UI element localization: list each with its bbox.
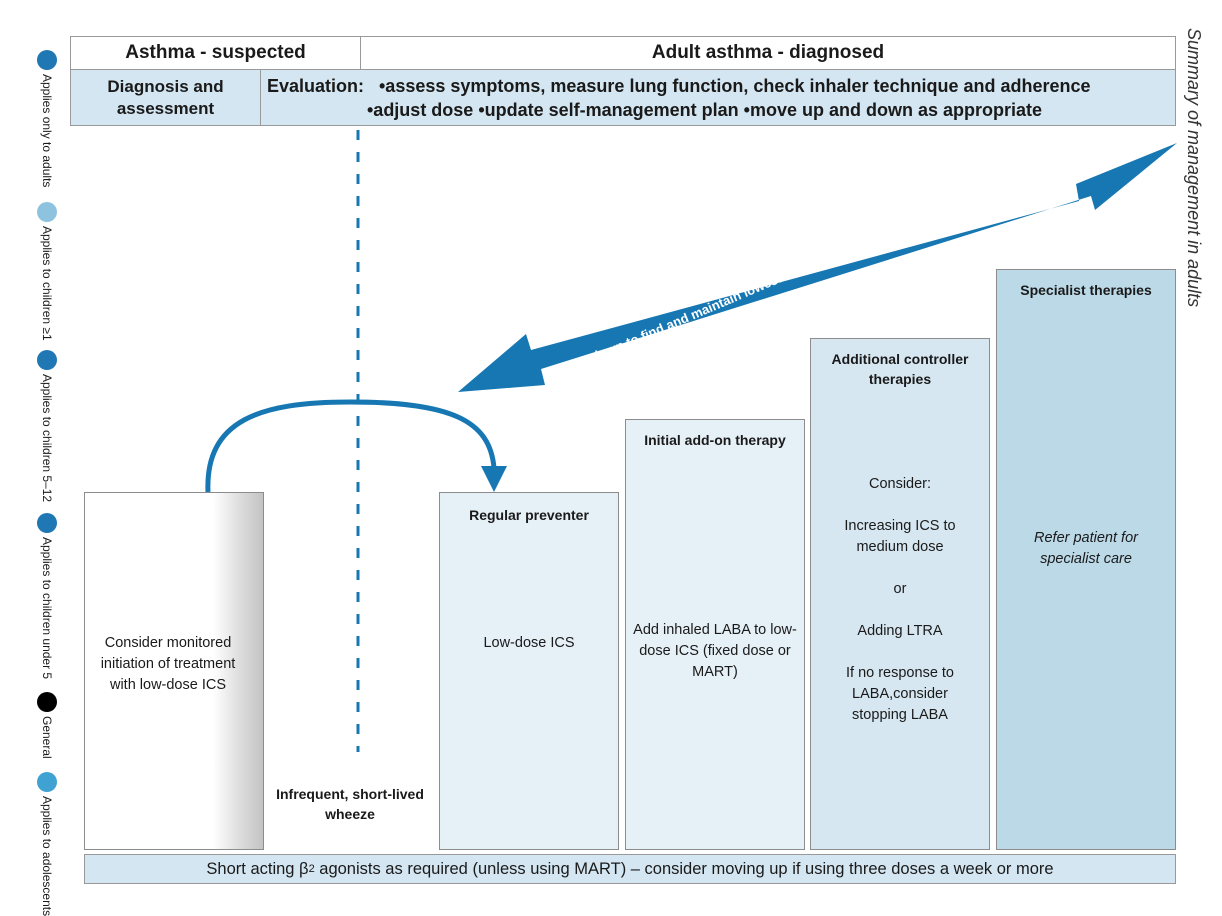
evaluation-line-1: •assess symptoms, measure lung function,…	[379, 76, 1091, 96]
double-arrow-shape	[458, 143, 1177, 392]
specialist-therapies-body: Refer patient for specialist care	[1034, 530, 1138, 567]
legend-dot-children-under-5	[37, 513, 57, 533]
curved-arrow-path	[205, 399, 497, 493]
legend-dot-children-1	[37, 202, 57, 222]
additional-option-stop-laba: If no response to LABA,consider stopping…	[845, 665, 954, 723]
initial-addon-title: Initial add-on therapy	[644, 432, 786, 448]
legend-dot-adolescents	[37, 772, 57, 792]
additional-option-ltra: Adding LTRA	[857, 623, 943, 639]
additional-consider: Consider:	[868, 476, 932, 492]
additional-controller-title: Additional controller therapies	[831, 351, 969, 387]
regular-preventer-box: Regular preventer Low-dose ICS	[439, 492, 619, 850]
initial-addon-body: Add inhaled LABA to low-dose ICS (fixed …	[633, 622, 797, 680]
saba-footer-subscript: 2	[308, 863, 315, 875]
curved-arrow-head	[481, 466, 507, 492]
additional-option-increase-ics: Increasing ICS to medium dose	[844, 518, 956, 555]
regular-preventer-title: Regular preventer	[469, 507, 589, 523]
additional-or: or	[893, 581, 907, 597]
header-diagnosis-assessment: Diagnosis and assessment	[71, 70, 261, 125]
legend-label-general: General	[40, 716, 54, 759]
header-row-evaluation: Diagnosis and assessment Evaluation: •as…	[70, 70, 1176, 126]
saba-footer-text-post: agonists as required (unless using MART)…	[314, 859, 1054, 878]
side-title: Summary of management in adults	[1184, 28, 1204, 308]
evaluation-label: Evaluation:	[267, 76, 365, 96]
legend-label-children-under-5: Applies to children under 5	[40, 537, 54, 680]
monitored-initiation-text: Consider monitored initiation of treatme…	[100, 635, 236, 693]
specialist-therapies-title: Specialist therapies	[1020, 282, 1152, 298]
infrequent-wheeze-label: Infrequent, short-lived wheeze	[276, 786, 424, 822]
evaluation-area: Evaluation: •assess symptoms, measure lu…	[261, 70, 1175, 125]
legend-dot-children-5-12	[37, 350, 57, 370]
regular-preventer-body: Low-dose ICS	[483, 635, 575, 651]
legend-dot-adults	[37, 50, 57, 70]
header-diagnosed: Adult asthma - diagnosed	[651, 42, 885, 63]
saba-footer-text-pre: Short acting β	[206, 859, 309, 878]
header-row-top: Asthma - suspected Adult asthma - diagno…	[70, 36, 1176, 70]
evaluation-line-2: •adjust dose •update self-management pla…	[367, 100, 1043, 120]
diagnosis-divider-dashed-line	[356, 130, 360, 752]
legend-label-children-1: Applies to children ≥1	[40, 226, 54, 341]
legend-dot-general	[37, 692, 57, 712]
legend-label-children-5-12: Applies to children 5–12	[40, 374, 54, 503]
additional-controller-box: Additional controller therapies Consider…	[810, 338, 990, 850]
initial-addon-box: Initial add-on therapy Add inhaled LABA …	[625, 419, 805, 850]
header-suspected: Asthma - suspected	[71, 37, 361, 69]
monitored-initiation-box: Consider monitored initiation of treatme…	[84, 492, 264, 850]
diagnosis-assessment-text: Diagnosis and assessment	[107, 76, 224, 118]
legend-label-adolescents: Applies to adolescents	[40, 796, 54, 916]
legend-label-adults: Applies only to adults	[40, 74, 54, 188]
specialist-therapies-box: Specialist therapies Refer patient for s…	[996, 269, 1176, 850]
